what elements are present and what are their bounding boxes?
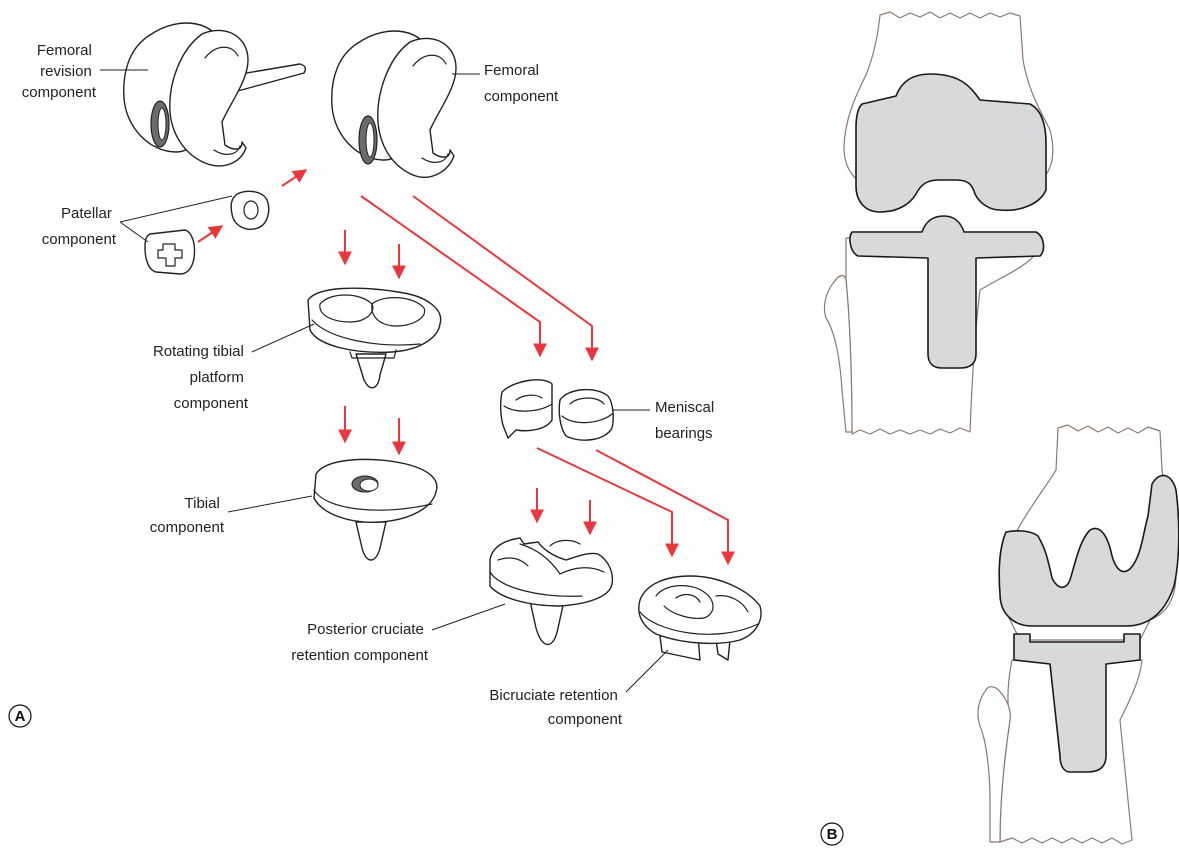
arrow-patellar-small bbox=[198, 226, 222, 242]
arrow-patellar-to-femoral bbox=[282, 170, 306, 186]
svg-text:A: A bbox=[15, 708, 26, 725]
panel-a: Femoral revision component Femoral compo… bbox=[9, 23, 761, 728]
posterior-cruciate-drawing bbox=[490, 538, 612, 645]
knee-anterior-view bbox=[824, 12, 1052, 434]
meniscal-bearings-drawing bbox=[501, 380, 614, 440]
bicruciate-label: Bicruciate retention component bbox=[489, 687, 622, 728]
fibula-bone bbox=[824, 276, 852, 432]
flow-arrows bbox=[198, 170, 728, 564]
knee-lateral-view bbox=[978, 425, 1179, 844]
meniscal-bearings-label: Meniscal bearings bbox=[655, 399, 718, 442]
femoral-component-drawing bbox=[332, 31, 456, 177]
panel-b: B bbox=[821, 12, 1179, 845]
femoral-component-label: Femoral component bbox=[484, 62, 559, 105]
tibial-component-label: Tibial component bbox=[150, 495, 225, 536]
rotating-tibial-label: Rotating tibial platform component bbox=[153, 343, 249, 412]
rotating-tibial-platform-drawing bbox=[308, 288, 441, 388]
svg-text:B: B bbox=[827, 826, 838, 843]
tibial-component-drawing bbox=[314, 459, 437, 560]
panel-a-label: A bbox=[9, 705, 31, 727]
patellar-component-drawing bbox=[145, 191, 269, 274]
bicruciate-drawing bbox=[639, 576, 761, 660]
arrow-men-to-bcr-1 bbox=[537, 448, 672, 556]
patellar-component-label: Patellar component bbox=[42, 205, 117, 248]
femoral-revision-component-drawing bbox=[124, 23, 306, 166]
arrow-fem-to-meniscal-2 bbox=[413, 196, 592, 360]
posterior-cruciate-label: Posterior cruciate retention component bbox=[291, 621, 429, 664]
panel-b-label: B bbox=[821, 823, 843, 845]
femoral-revision-label: Femoral revision component bbox=[22, 42, 97, 101]
